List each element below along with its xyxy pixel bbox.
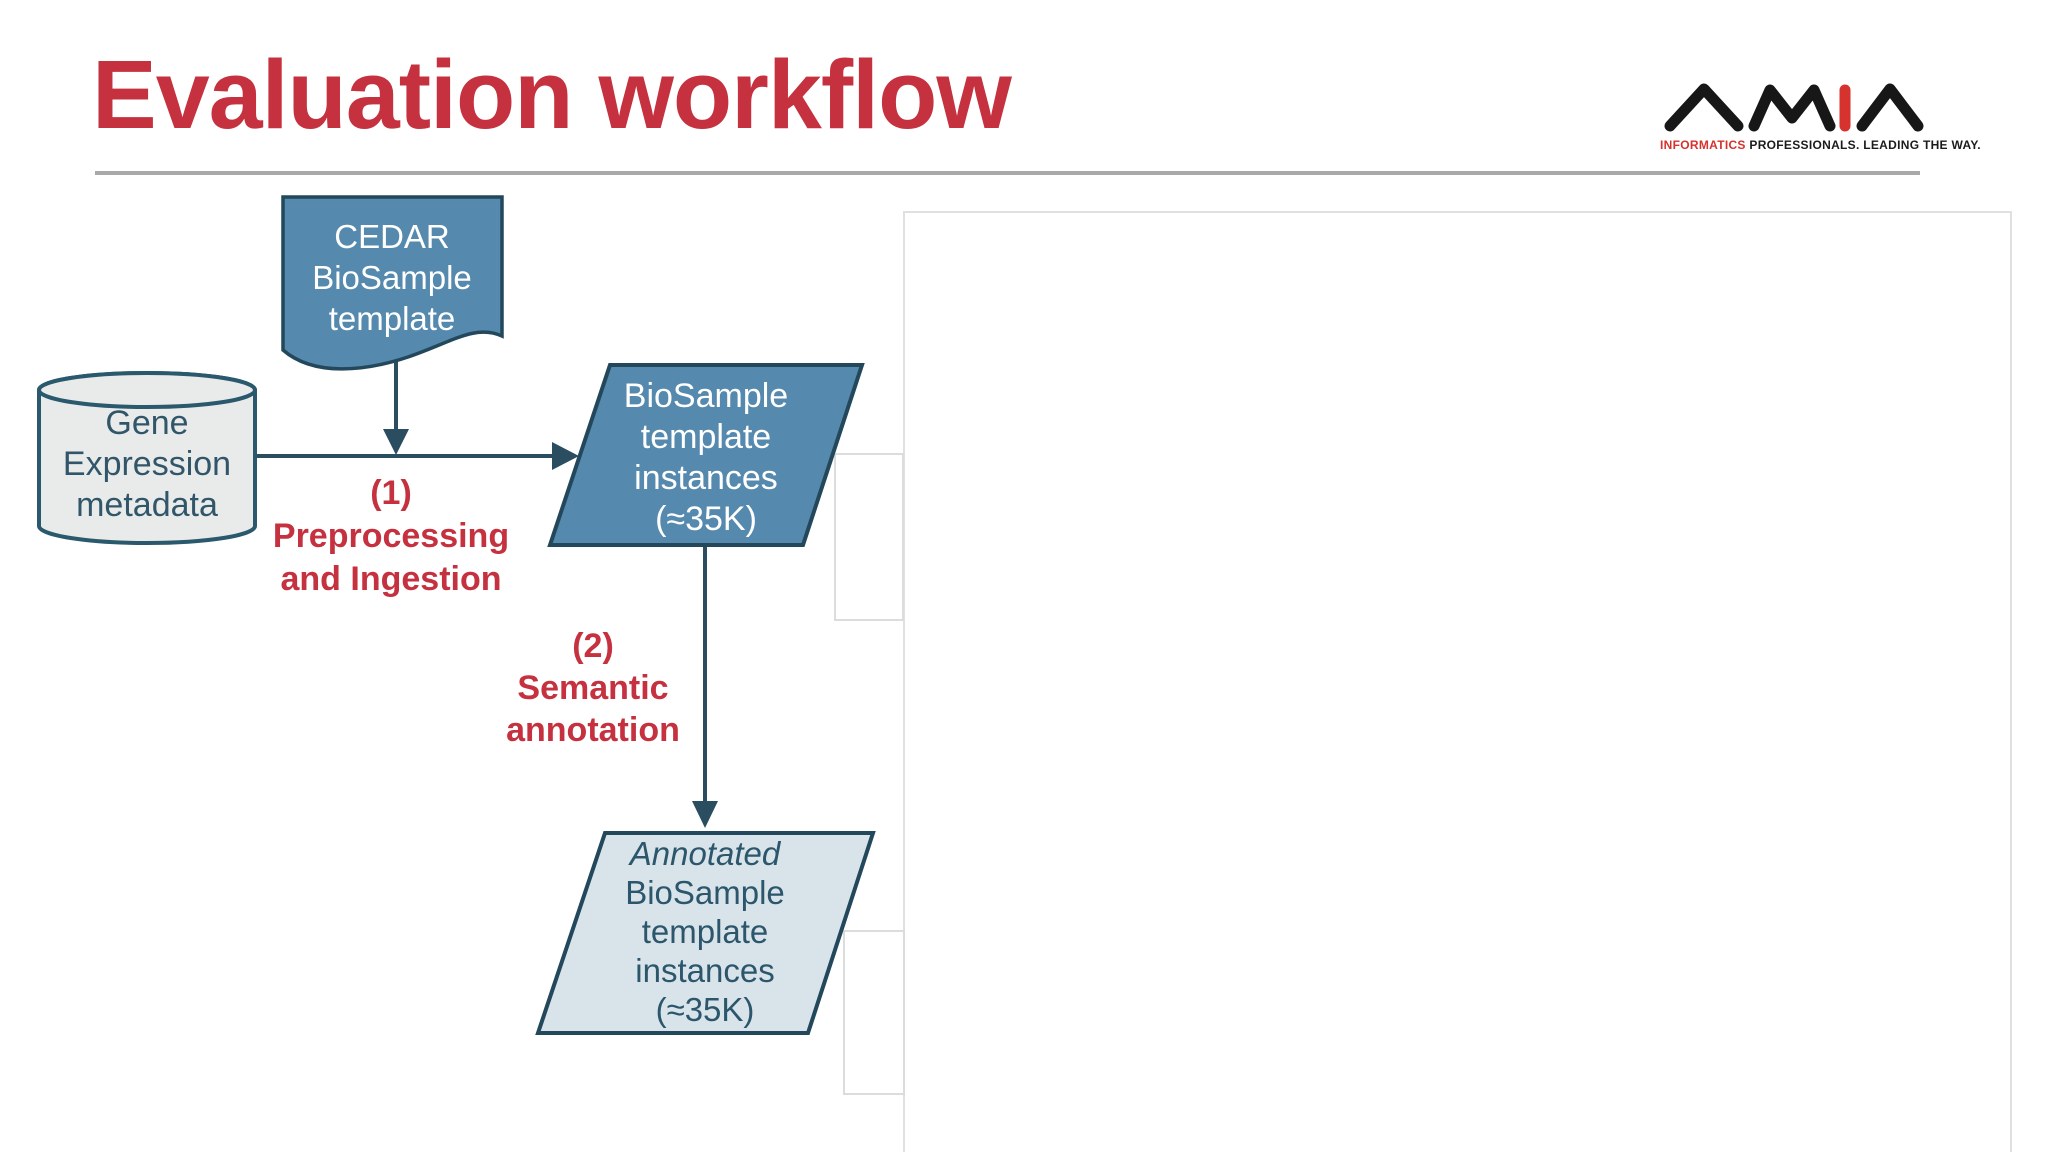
arrowhead-down-icon-1 — [383, 429, 409, 455]
parallelogram-shape-icon — [535, 831, 876, 1035]
node-instances-label: BioSample template instances (≈35K) — [623, 377, 789, 538]
node-annotated-shape — [535, 831, 876, 1035]
cylinder-top-icon — [37, 371, 257, 409]
node-gene-metadata-label: Gene Expression metadata — [62, 404, 232, 524]
title-divider — [95, 171, 1920, 175]
results-panel-placeholder — [903, 211, 2012, 1152]
step-2-label: (2) Semantic annotation — [506, 627, 680, 749]
parallelogram-shape-icon — [547, 363, 865, 547]
logo-letter-a2 — [1856, 83, 1924, 132]
logo-letter-a1 — [1664, 83, 1744, 132]
arrowhead-right-icon — [552, 442, 579, 470]
node-cedar-template-shape — [281, 195, 504, 371]
page-title: Evaluation workflow — [92, 40, 1012, 149]
logo-tagline: INFORMATICS PROFESSIONALS. LEADING THE W… — [1660, 138, 1981, 152]
node-cedar-template-label: CEDAR BioSample template — [312, 218, 472, 337]
node-annotated-label: Annotated BioSample template instances (… — [625, 835, 785, 1028]
amia-logo-icon — [1664, 83, 1924, 132]
document-shape-icon — [281, 195, 504, 371]
peek-box-top — [834, 453, 904, 621]
logo-tagline-rest: PROFESSIONALS. LEADING THE WAY. — [1745, 138, 1981, 152]
amia-logo: INFORMATICS PROFESSIONALS. LEADING THE W… — [1658, 82, 1981, 152]
step-1-label: (1) Preprocessing and Ingestion — [272, 474, 510, 598]
peek-box-bottom — [843, 930, 905, 1095]
arrowhead-down-icon-2 — [692, 801, 718, 828]
node-gene-metadata-shape — [37, 371, 257, 545]
node-instances-shape — [547, 363, 865, 547]
logo-letter-m — [1748, 84, 1836, 132]
logo-tagline-red: INFORMATICS — [1660, 138, 1746, 152]
